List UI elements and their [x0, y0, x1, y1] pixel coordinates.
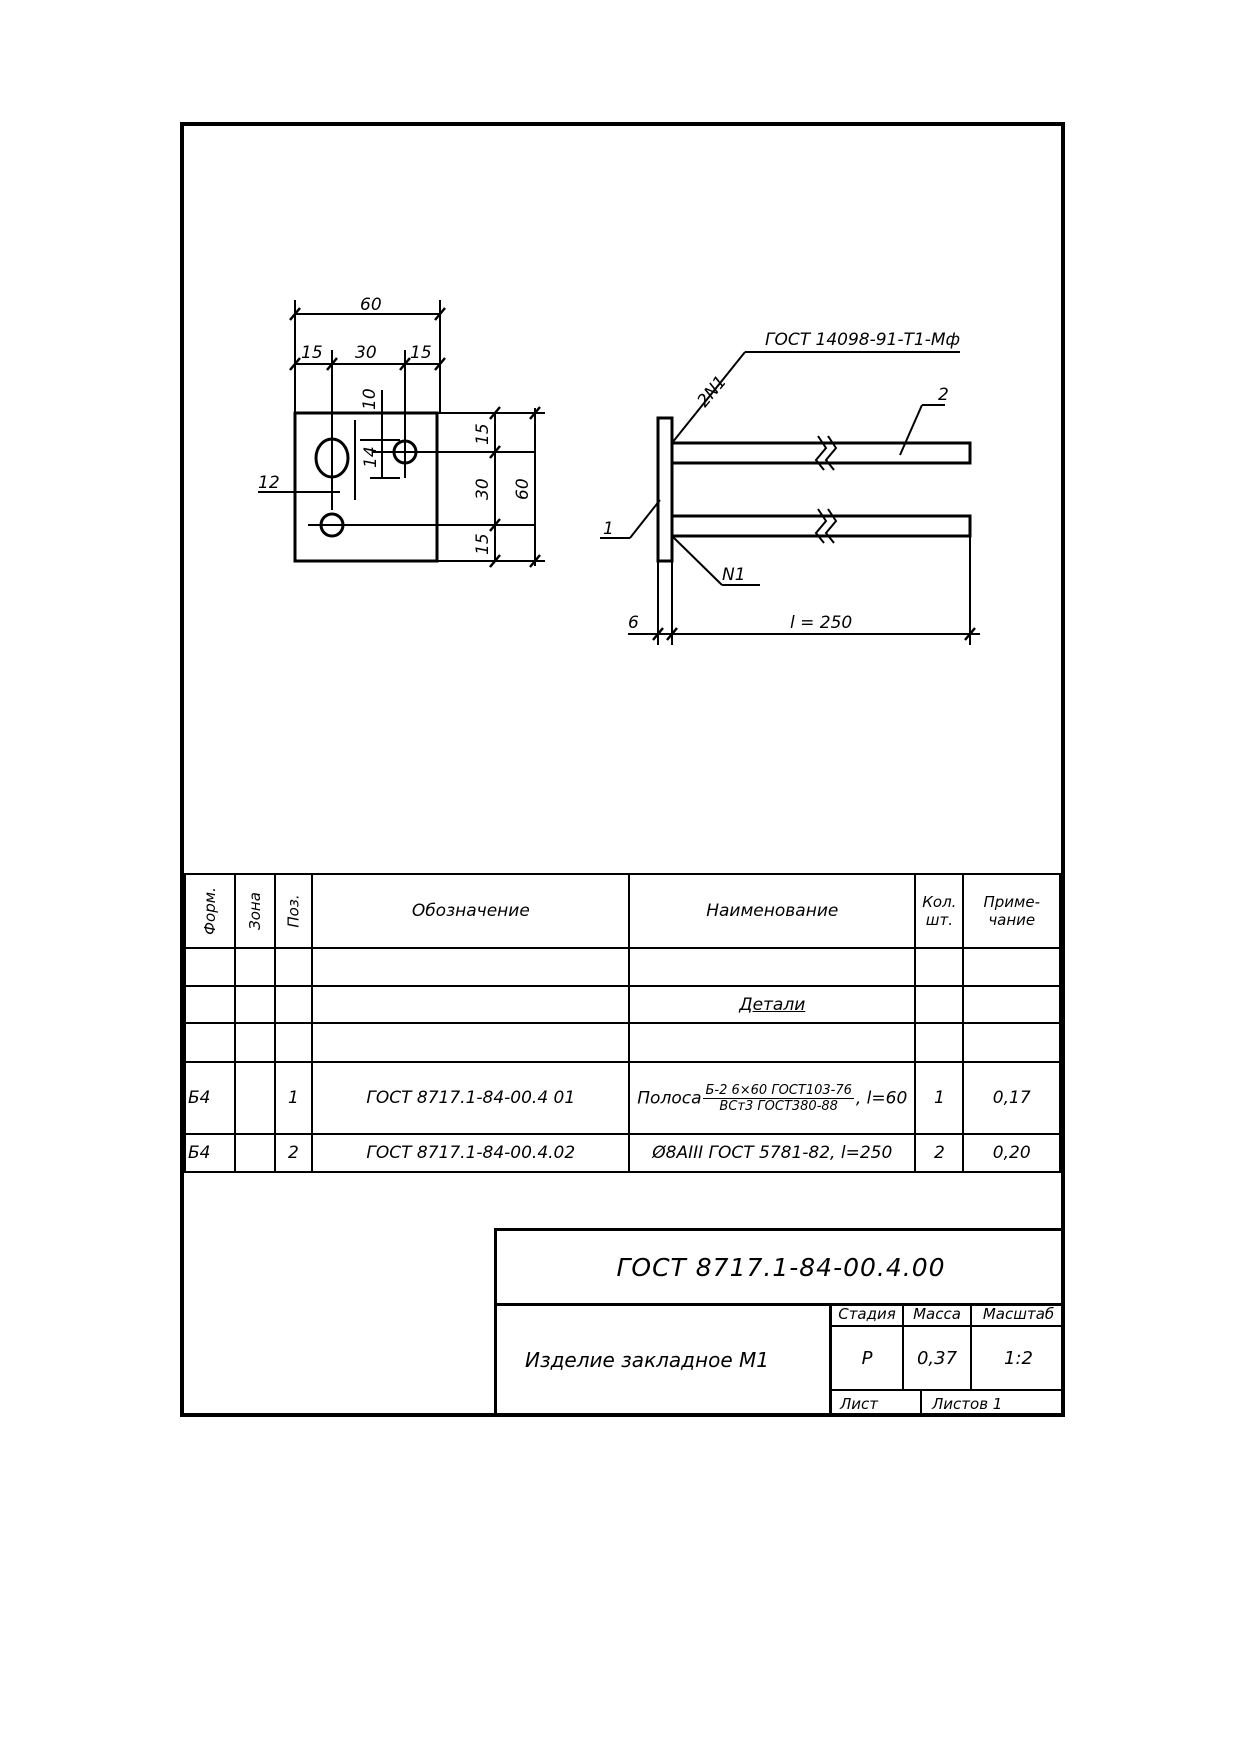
anchor-bar-top — [670, 441, 972, 465]
header-pos: Поз. — [273, 873, 314, 949]
dim-left-margin: 15 — [301, 343, 323, 363]
header-designation: Обозначение — [311, 873, 631, 949]
spec-header-row: Форм. Зона Поз. Обозначение Наименование… — [184, 873, 1061, 949]
dim-vertical-offset-top: 10 — [360, 388, 380, 410]
document-code: ГОСТ 8717.1-84-00.4.00 — [497, 1231, 1065, 1306]
position-2-label: 2 — [938, 385, 949, 405]
stage-value: Р — [832, 1327, 904, 1391]
header-name: Наименование — [628, 873, 917, 949]
header-qty: Кол. шт. — [914, 873, 965, 949]
sheet-label: Лист — [832, 1391, 922, 1417]
row-2-zone — [233, 1133, 276, 1173]
row-2-pos: 2 — [273, 1133, 314, 1173]
dim-plate-thickness: 6 — [628, 613, 639, 633]
plate-front-view — [293, 411, 439, 563]
header-note: Приме- чание — [962, 873, 1061, 949]
sheets-label: Листов 1 — [932, 1395, 1003, 1413]
table-row: Б4 2 ГОСТ 8717.1-84-00.4.02 Ø8АIII ГОСТ … — [184, 1133, 1061, 1173]
dim-right-margin: 15 — [410, 343, 432, 363]
drawing-sheet-frame — [180, 122, 1065, 1417]
row-2-format: Б4 — [184, 1133, 236, 1173]
row-1-pos: 1 — [273, 1061, 314, 1135]
spec-empty-row — [184, 1022, 1061, 1063]
scale-label: Масштаб — [972, 1303, 1065, 1327]
row-2-designation: ГОСТ 8717.1-84-00.4.02 — [311, 1133, 631, 1173]
dim-height-top: 15 — [473, 423, 493, 445]
title-block: ГОСТ 8717.1-84-00.4.00 Изделие закладное… — [494, 1228, 1065, 1417]
scale-value: 1:2 — [972, 1327, 1065, 1391]
weld-standard-label: ГОСТ 14098-91-Т1-Мф — [765, 330, 960, 350]
dim-height-middle: 30 — [473, 478, 493, 500]
header-zone: Зона — [233, 873, 276, 949]
anchor-bar-bottom — [670, 514, 972, 538]
dim-bar-length: l = 250 — [790, 613, 852, 633]
plate-side-view — [656, 416, 674, 563]
spec-empty-row — [184, 947, 1061, 987]
dim-hole-spacing: 30 — [355, 343, 377, 363]
row-1-designation: ГОСТ 8717.1-84-00.4 01 — [311, 1061, 631, 1135]
row-1-qty: 1 — [914, 1061, 965, 1135]
specification-table: Форм. Зона Поз. Обозначение Наименование… — [184, 873, 1061, 1173]
weld-bottom-label: N1 — [722, 565, 746, 585]
dim-hole-offset: 14 — [361, 446, 381, 468]
spec-section-row: Детали — [184, 985, 1061, 1024]
row-1-format: Б4 — [184, 1061, 236, 1135]
header-format: Форм. — [184, 873, 236, 949]
row-2-note: 0,20 — [962, 1133, 1061, 1173]
dim-height-bottom: 15 — [473, 533, 493, 555]
dim-edge-offset: 12 — [258, 473, 280, 493]
row-2-name: Ø8АIII ГОСТ 5781-82, l=250 — [628, 1133, 917, 1173]
item-name: Изделие закладное М1 — [497, 1303, 832, 1417]
mass-value: 0,37 — [904, 1327, 972, 1391]
row-2-qty: 2 — [914, 1133, 965, 1173]
dim-overall-height: 60 — [513, 478, 533, 500]
section-title: Детали — [628, 985, 917, 1024]
mass-label: Масса — [904, 1303, 972, 1327]
stage-label: Стадия — [832, 1303, 904, 1327]
row-1-zone — [233, 1061, 276, 1135]
position-1-label: 1 — [603, 519, 614, 539]
dim-overall-width: 60 — [360, 295, 382, 315]
row-1-note: 0,17 — [962, 1061, 1061, 1135]
